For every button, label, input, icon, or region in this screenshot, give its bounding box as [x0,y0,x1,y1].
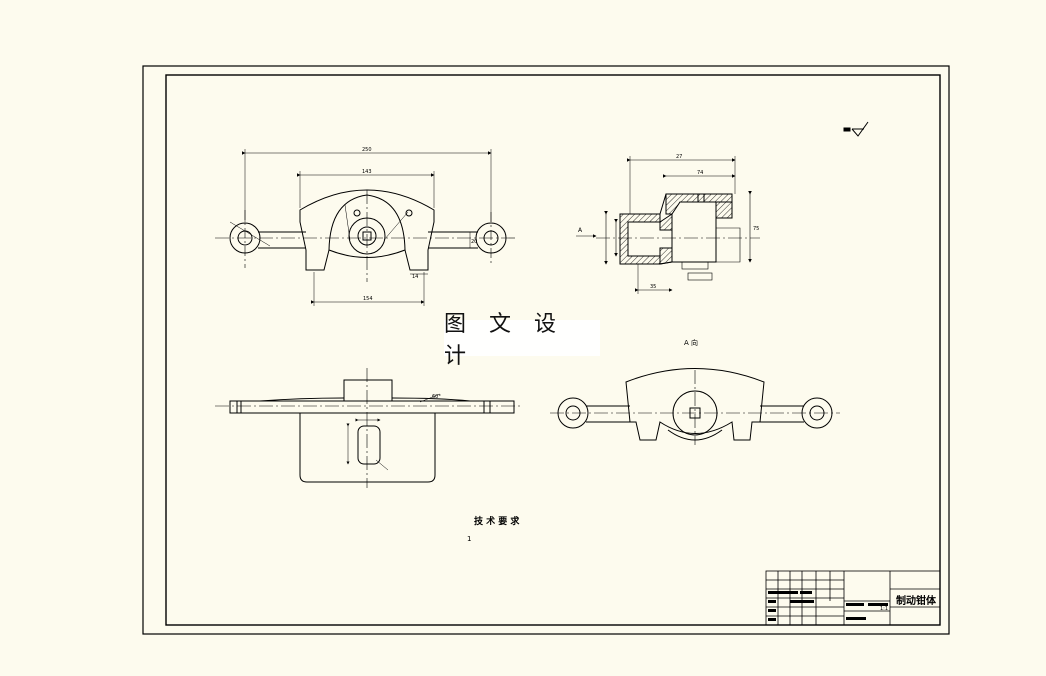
roughness-symbol [843,121,869,137]
dim-section-top: 27 [676,154,682,160]
dim-angle: 60° [432,394,441,400]
outer-frame [142,65,950,635]
inner-frame [165,74,941,626]
dim-section-right: 75 [753,226,759,232]
tech-req-title: 技 术 要 求 [474,515,520,527]
dim-front-overall: 250 [362,147,372,153]
view-a-label: A 向 [684,338,698,347]
tech-req-item: 1 [467,535,471,543]
watermark-text: 图 文 设 计 [444,312,564,369]
title-block [765,570,941,626]
watermark-box: 图 文 设 计 [444,312,600,369]
dim-front-top: 143 [362,169,372,175]
dim-front-right-small: 14 [412,274,418,280]
front-view [215,149,518,306]
scale-value: 1:1 [880,606,888,612]
plan-view [215,368,520,488]
dim-section-mid: 74 [697,170,703,176]
dim-section-bottom: 35 [650,284,656,290]
view-a [550,368,840,445]
section-view [576,156,760,294]
title-block-marks [768,591,888,621]
part-name: 制动钳体 [896,594,937,607]
dim-front-right-h: 20 [471,239,477,245]
arrow-a-label: A [578,227,583,234]
dim-front-bottom: 154 [363,296,373,302]
